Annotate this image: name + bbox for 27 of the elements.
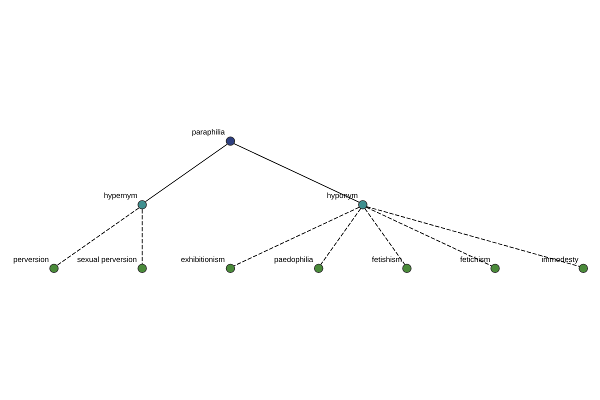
connector — [234, 142, 360, 202]
connector — [320, 208, 362, 264]
node-circle — [578, 263, 588, 273]
node-label: exhibitionism — [180, 254, 225, 264]
node-circle — [490, 263, 500, 273]
node-circle — [138, 263, 147, 273]
node-circle — [49, 263, 59, 273]
connector — [56, 207, 140, 266]
node-circle — [138, 200, 147, 209]
node-circle — [314, 263, 324, 273]
connector — [366, 206, 580, 266]
connector — [234, 206, 360, 266]
connector — [366, 206, 492, 266]
node-label: perversion — [13, 254, 49, 264]
node-label: sexual perversion — [77, 254, 137, 264]
connector — [364, 208, 406, 264]
node-label: fetichism — [460, 254, 490, 264]
node-circle — [358, 200, 368, 209]
node-label: hypernym — [104, 190, 138, 200]
node-circle — [226, 263, 236, 273]
node-label: paedophilia — [274, 254, 314, 264]
node-circle — [402, 263, 412, 273]
node-label: fetishism — [372, 254, 402, 264]
node-circle — [226, 136, 236, 146]
connector — [145, 143, 228, 202]
connector — [142, 208, 143, 264]
node-label: paraphilia — [192, 127, 225, 136]
